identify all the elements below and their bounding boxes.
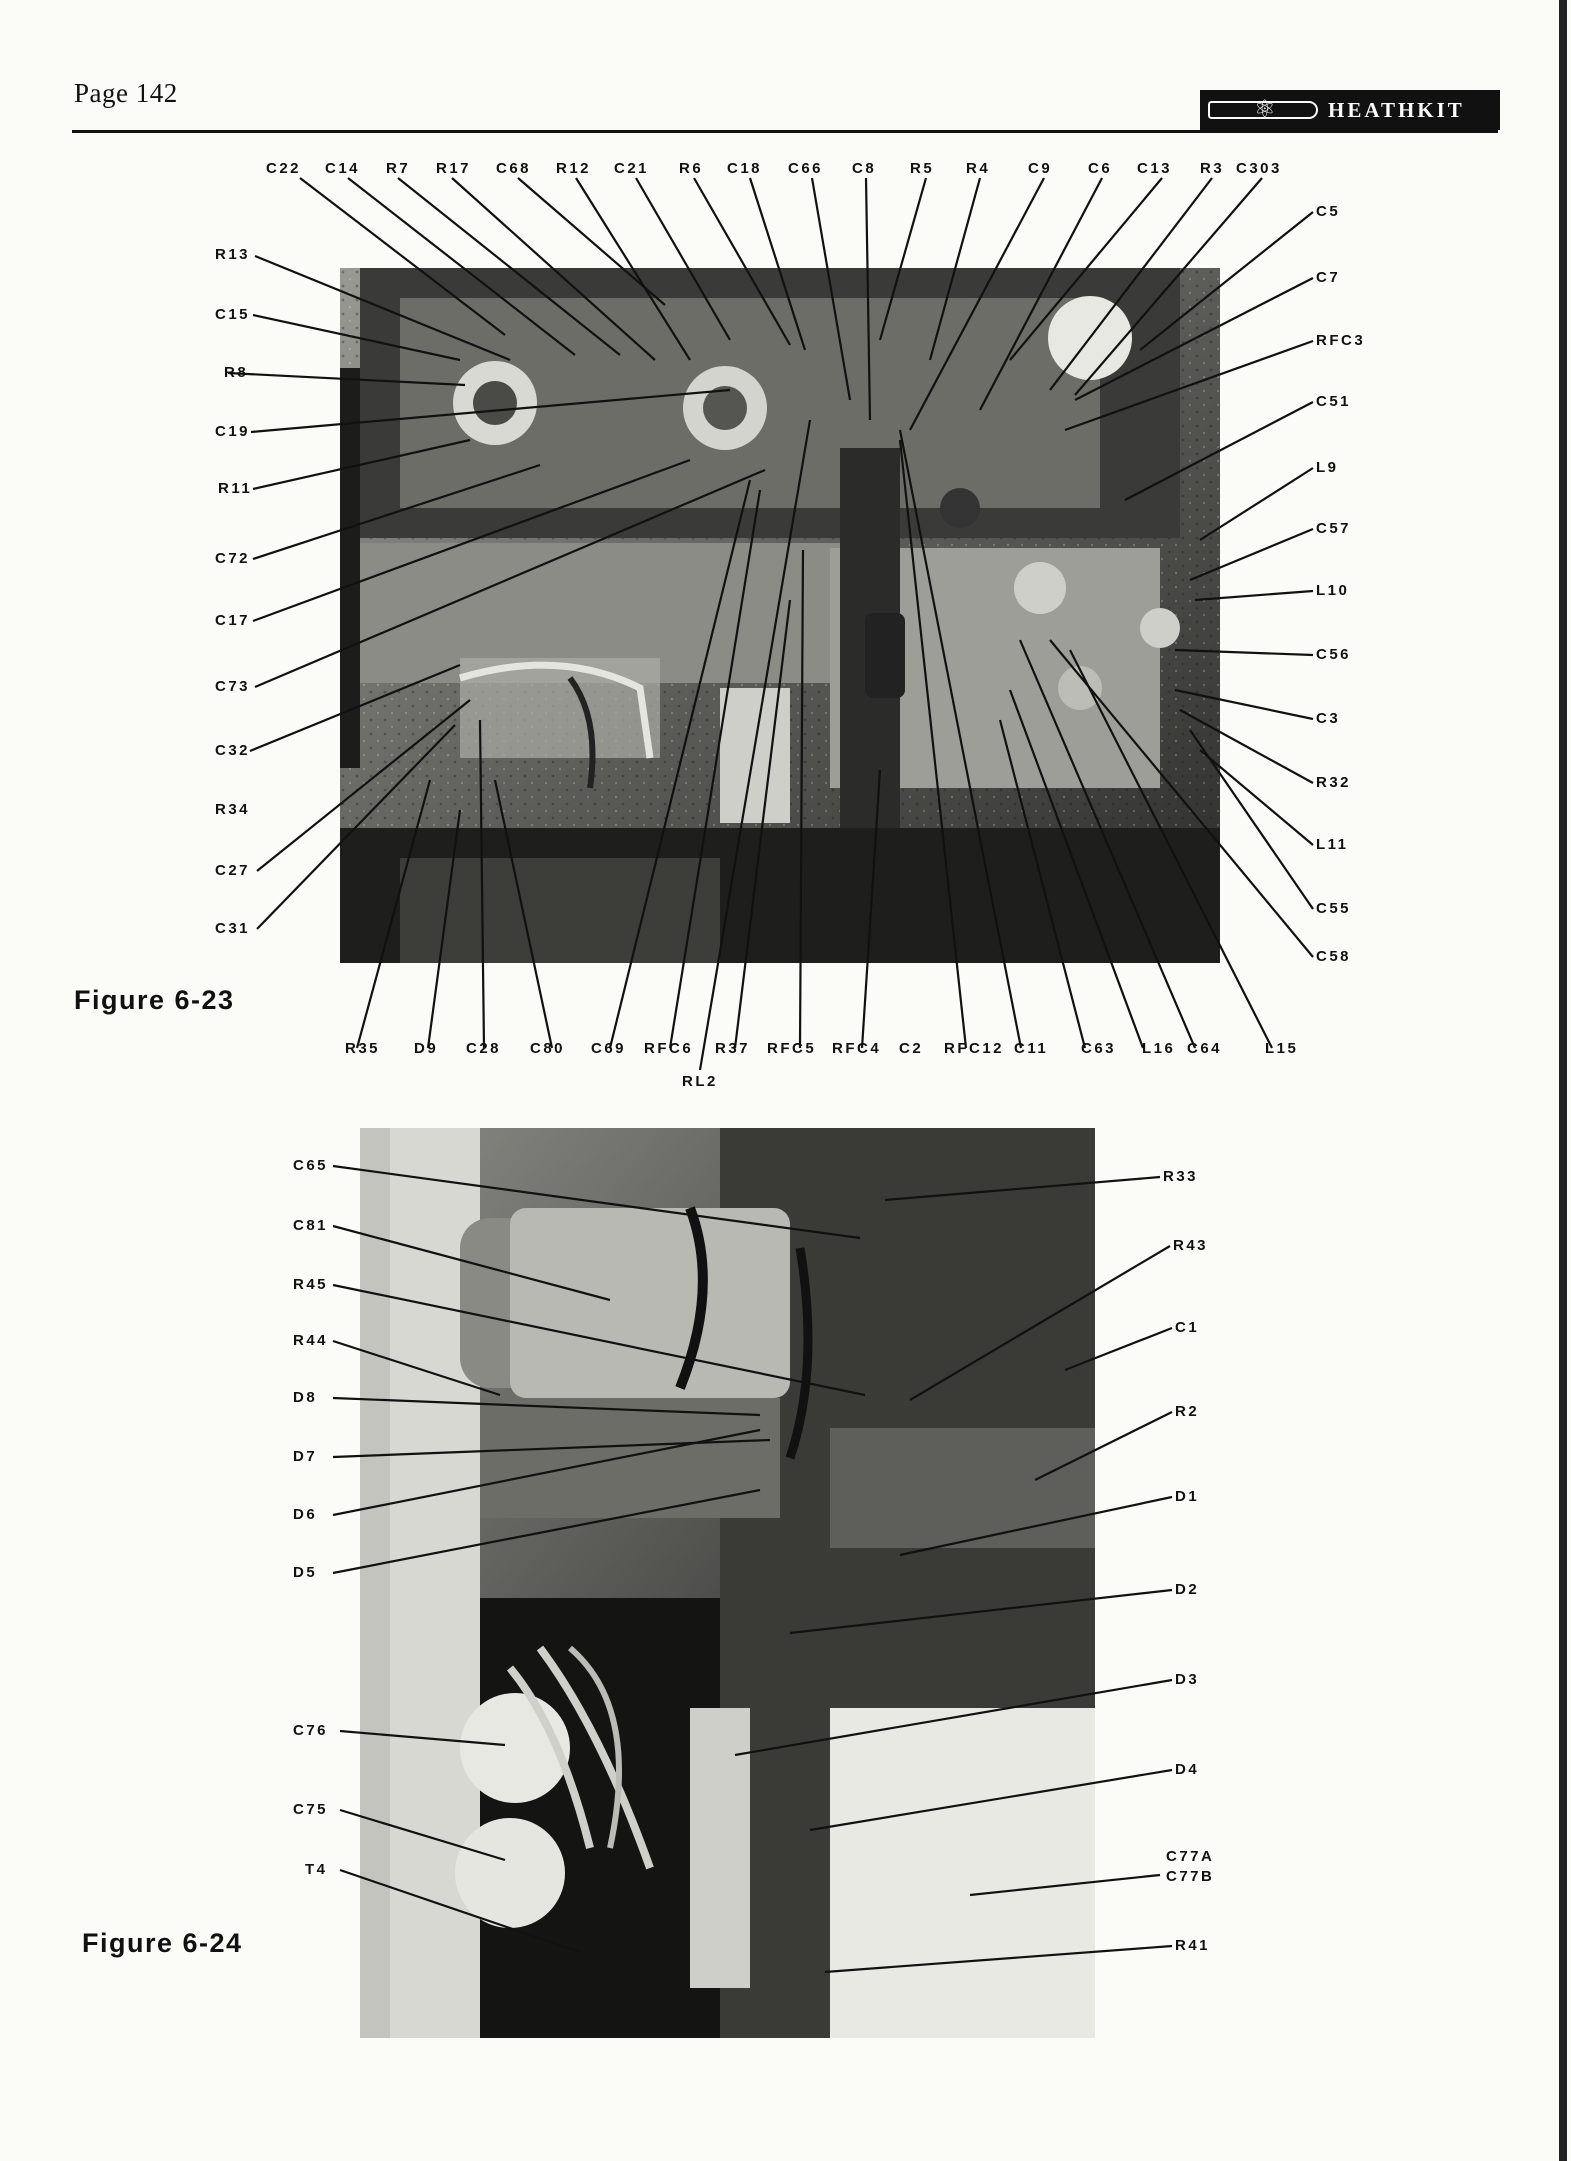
callout-r2: R2 xyxy=(1175,1403,1200,1420)
callout-r8: R8 xyxy=(224,364,249,381)
callout-c56: C56 xyxy=(1316,646,1352,663)
heathkit-logo: ⚛ HEATHKIT xyxy=(1200,90,1500,130)
callout-c15: C15 xyxy=(215,306,251,323)
callout-rfc6: RFC6 xyxy=(644,1040,694,1057)
callout-c1: C1 xyxy=(1175,1319,1200,1336)
callout-r45: R45 xyxy=(293,1276,329,1293)
logo-brand-text: HEATHKIT xyxy=(1328,98,1465,122)
header-rule xyxy=(72,130,1498,133)
atom-icon: ⚛ xyxy=(1254,96,1276,123)
figure-6-24-caption: Figure 6-24 xyxy=(82,1928,243,1958)
page-number: Page 142 xyxy=(74,78,178,108)
figure-6-24-photo xyxy=(360,1128,1095,2038)
callout-c18: C18 xyxy=(727,160,763,177)
callout-rfc5: RFC5 xyxy=(767,1040,817,1057)
callout-r17: R17 xyxy=(436,160,472,177)
callout-r7: R7 xyxy=(386,160,411,177)
callout-rfc12: RFC12 xyxy=(944,1040,1005,1057)
callout-c64: C64 xyxy=(1187,1040,1223,1057)
callout-c55: C55 xyxy=(1316,900,1352,917)
callout-c76: C76 xyxy=(293,1722,329,1739)
figure-6-23-caption: Figure 6-23 xyxy=(74,985,235,1015)
callout-c57: C57 xyxy=(1316,520,1352,537)
callout-c3: C3 xyxy=(1316,710,1341,727)
callout-l11: L11 xyxy=(1316,836,1349,853)
callout-c7: C7 xyxy=(1316,269,1341,286)
callout-c77b: C77B xyxy=(1166,1868,1215,1885)
callout-c9: C9 xyxy=(1028,160,1053,177)
callout-c14: C14 xyxy=(325,160,361,177)
callout-d3: D3 xyxy=(1175,1671,1200,1688)
callout-t4: T4 xyxy=(305,1861,328,1878)
callout-c19: C19 xyxy=(215,423,251,440)
callout-d8: D8 xyxy=(293,1389,318,1406)
callout-c81: C81 xyxy=(293,1217,329,1234)
callout-c68: C68 xyxy=(496,160,532,177)
callout-l15: L15 xyxy=(1265,1040,1299,1057)
callout-c75: C75 xyxy=(293,1801,329,1818)
callout-c13: C13 xyxy=(1137,160,1173,177)
callout-r37: R37 xyxy=(715,1040,751,1057)
callout-c63: C63 xyxy=(1081,1040,1117,1057)
callout-c73: C73 xyxy=(215,678,251,695)
callout-c77a: C77A xyxy=(1166,1848,1215,1865)
callout-d1: D1 xyxy=(1175,1488,1200,1505)
callout-c5: C5 xyxy=(1316,203,1341,220)
logo-swoosh-icon xyxy=(1208,101,1318,119)
callout-d2: D2 xyxy=(1175,1581,1200,1598)
callout-r13: R13 xyxy=(215,246,251,263)
callout-r5: R5 xyxy=(910,160,935,177)
callout-r11: R11 xyxy=(218,480,253,497)
callout-c22: C22 xyxy=(266,160,302,177)
callout-l9: L9 xyxy=(1316,459,1339,476)
callout-r33: R33 xyxy=(1163,1168,1199,1185)
callout-c66: C66 xyxy=(788,160,824,177)
callout-c31: C31 xyxy=(215,920,251,937)
callout-c27: C27 xyxy=(215,862,251,879)
callout-d6: D6 xyxy=(293,1506,318,1523)
callout-r41: R41 xyxy=(1175,1937,1211,1954)
callout-d7: D7 xyxy=(293,1448,318,1465)
callout-l10: L10 xyxy=(1316,582,1350,599)
callout-l16: L16 xyxy=(1142,1040,1176,1057)
callout-c69: C69 xyxy=(591,1040,627,1057)
callout-d4: D4 xyxy=(1175,1761,1200,1778)
callout-r3: R3 xyxy=(1200,160,1225,177)
callout-r4: R4 xyxy=(966,160,991,177)
callout-c8: C8 xyxy=(852,160,877,177)
callout-d5: D5 xyxy=(293,1564,318,1581)
callout-c28: C28 xyxy=(466,1040,502,1057)
callout-r44: R44 xyxy=(293,1332,329,1349)
callout-r6: R6 xyxy=(679,160,704,177)
callout-c72: C72 xyxy=(215,550,251,567)
callout-r34: R34 xyxy=(215,801,251,818)
callout-r12: R12 xyxy=(556,160,592,177)
callout-d9: D9 xyxy=(414,1040,439,1057)
callout-c11: C11 xyxy=(1014,1040,1049,1057)
callout-c21: C21 xyxy=(614,160,650,177)
callout-c17: C17 xyxy=(215,612,251,629)
callout-c32: C32 xyxy=(215,742,251,759)
page-edge-shadow xyxy=(1559,0,1567,2161)
callout-rl2: RL2 xyxy=(682,1073,718,1090)
callout-c2: C2 xyxy=(899,1040,924,1057)
callout-c303: C303 xyxy=(1236,160,1282,177)
callout-r35: R35 xyxy=(345,1040,381,1057)
callout-r43: R43 xyxy=(1173,1237,1209,1254)
callout-c6: C6 xyxy=(1088,160,1113,177)
callout-r32: R32 xyxy=(1316,774,1352,791)
callout-c51: C51 xyxy=(1316,393,1352,410)
callout-c58: C58 xyxy=(1316,948,1352,965)
callout-c65: C65 xyxy=(293,1157,329,1174)
callout-rfc4: RFC4 xyxy=(832,1040,882,1057)
callout-c80: C80 xyxy=(530,1040,566,1057)
figure-6-23-photo xyxy=(340,268,1220,963)
callout-rfc3: RFC3 xyxy=(1316,332,1366,349)
